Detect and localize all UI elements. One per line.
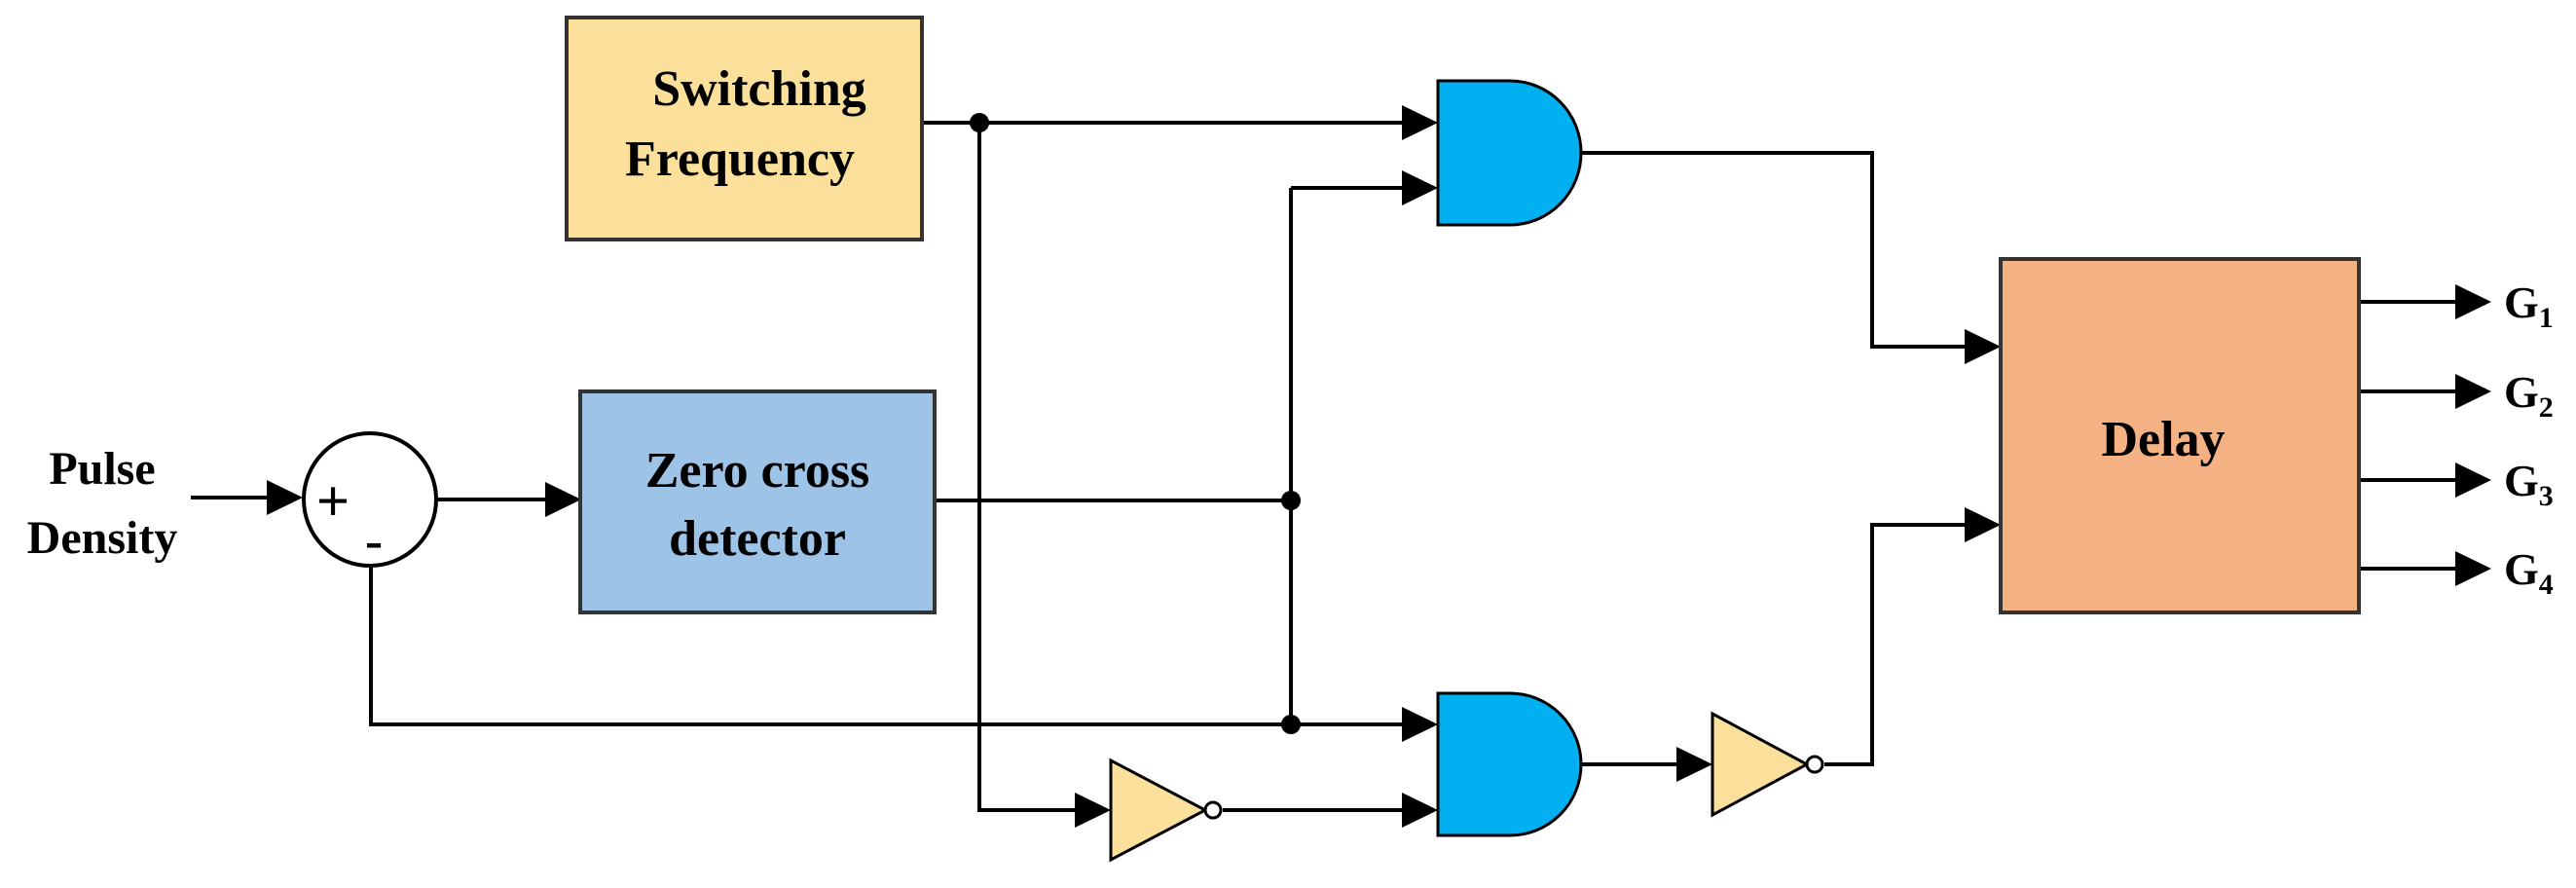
not2-to-delay-wire <box>1824 523 1965 766</box>
sf-down-wire <box>977 123 1075 812</box>
output-arrowhead-g4 <box>2455 551 2491 586</box>
output-g4-letter: G <box>2504 544 2539 594</box>
switching-frequency-block: Switching Frequency <box>565 16 924 241</box>
output-g3-subscript: 3 <box>2539 480 2554 512</box>
zero-cross-detector-label-line2: detector <box>669 511 846 567</box>
output-label-g1: G1 <box>2504 278 2554 334</box>
not-gate-2-bubble <box>1805 755 1824 774</box>
feedback-wire <box>369 561 1402 726</box>
summing-junction: + - <box>302 431 438 574</box>
output-g2-letter: G <box>2504 367 2539 417</box>
lower-and-gate <box>1436 691 1583 837</box>
output-g3-letter: G <box>2504 456 2539 505</box>
delay-block: Delay <box>1999 257 2361 614</box>
junction-dot-feedback <box>1281 715 1301 734</box>
pulse-density-input: Pulse Density <box>27 443 178 564</box>
not-gate-1-triangle <box>1109 758 1209 863</box>
summing-plus-sign: + <box>316 469 350 533</box>
delay-in2-arrowhead <box>1965 507 2001 542</box>
output-label-g4: G4 <box>2504 544 2554 601</box>
output-g1-subscript: 1 <box>2539 302 2554 334</box>
summing-minus-sign: - <box>364 510 383 574</box>
switching-frequency-label-line2: Frequency <box>625 131 855 187</box>
output-label-g2: G2 <box>2504 367 2554 424</box>
pulse-density-label-line2: Density <box>27 512 178 564</box>
zero-cross-detector-label-line1: Zero cross <box>645 443 870 499</box>
output-g1-letter: G <box>2504 278 2539 327</box>
delay-box <box>1999 257 2361 614</box>
not-gate-2 <box>1711 711 1824 818</box>
lower-and-in1-arrowhead <box>1402 707 1438 742</box>
lower-and-in2-arrowhead <box>1402 793 1438 828</box>
not-gate-1 <box>1109 758 1223 863</box>
output-arrowhead-g1 <box>2455 284 2491 319</box>
sum-to-zcd-arrowhead <box>545 482 581 517</box>
delay-in1-arrowhead <box>1965 329 2001 364</box>
not1-in-arrowhead <box>1075 793 1111 828</box>
input-arrowhead <box>267 480 303 515</box>
not-gate-1-bubble <box>1203 800 1223 820</box>
junction-dot-zcd <box>1281 491 1301 510</box>
output-label-g3: G3 <box>2504 456 2554 512</box>
upper-and-gate <box>1436 79 1583 227</box>
output-arrowhead-g3 <box>2455 462 2491 498</box>
output-g4-subscript: 4 <box>2539 569 2554 601</box>
not2-in-arrowhead <box>1676 747 1712 782</box>
output-g2-subscript: 2 <box>2539 391 2554 424</box>
delay-label: Delay <box>2101 412 2225 467</box>
output-arrowhead-g2 <box>2455 374 2491 409</box>
zero-cross-detector-box <box>578 389 937 614</box>
upper-and-to-delay-wire <box>1581 151 1965 349</box>
upper-and-in2-arrowhead <box>1402 170 1438 205</box>
summing-junction-circle <box>302 431 438 568</box>
not-gate-2-triangle <box>1711 711 1811 818</box>
upper-and-in1-arrowhead <box>1402 105 1438 140</box>
pulse-density-label-line1: Pulse <box>49 443 155 495</box>
switching-frequency-box <box>565 16 924 241</box>
switching-frequency-label-line1: Switching <box>652 61 866 117</box>
zero-cross-detector-block: Zero cross detector <box>578 389 937 614</box>
